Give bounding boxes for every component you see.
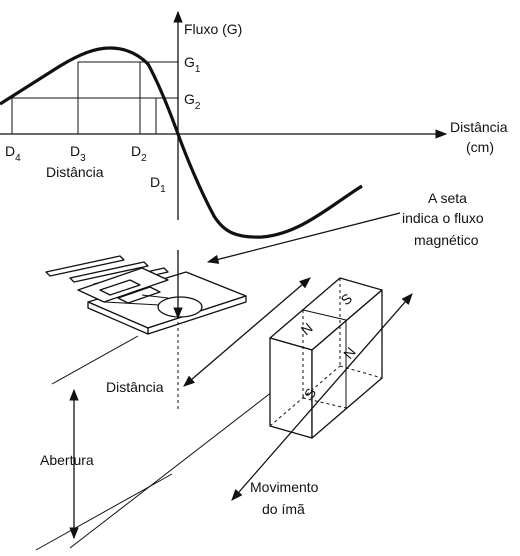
g2-label: G2 xyxy=(184,91,201,112)
gap-label: Abertura xyxy=(40,452,94,468)
x-axis-label: Distância xyxy=(450,119,508,135)
track-line-diagonal xyxy=(69,391,273,549)
track-line-left xyxy=(51,335,139,385)
track-lines xyxy=(35,335,273,551)
g1-label: G1 xyxy=(184,54,201,75)
sensing-element xyxy=(157,296,203,318)
chip-pad-2 xyxy=(117,286,161,304)
note-line-1: A seta xyxy=(428,190,467,206)
flux-graph: Fluxo (G) Distância (cm) Distância G1 G2… xyxy=(0,10,508,239)
d2-label: D2 xyxy=(131,143,147,164)
track-line-lower xyxy=(35,473,173,551)
d4-label: D4 xyxy=(5,143,21,164)
lead-1 xyxy=(45,255,125,277)
chip-trace-2 xyxy=(141,294,169,299)
x-subtitle: Distância xyxy=(46,164,104,180)
note-line-2: indica o fluxo xyxy=(402,210,484,226)
note-line-3: magnético xyxy=(414,232,479,248)
lead-2 xyxy=(69,261,149,283)
chip-pad-1 xyxy=(99,279,141,296)
note-arrow xyxy=(206,212,401,264)
distance-label: Distância xyxy=(106,379,164,395)
flux-curve xyxy=(0,46,363,239)
sensor-board-side xyxy=(87,301,149,335)
flux-note: A seta indica o fluxo magnético xyxy=(206,190,484,264)
chip-trace-1 xyxy=(103,301,161,306)
y-axis-label: Fluxo (G) xyxy=(184,21,242,37)
d3-label: D3 xyxy=(70,143,86,164)
motion-label-1: Movimento xyxy=(250,479,319,495)
motion-label-2: do ímã xyxy=(262,501,305,517)
x-axis-unit: (cm) xyxy=(466,139,494,155)
magnet: S N N S xyxy=(269,277,383,439)
d1-label: D1 xyxy=(150,174,166,195)
motion-arrow xyxy=(231,293,413,501)
